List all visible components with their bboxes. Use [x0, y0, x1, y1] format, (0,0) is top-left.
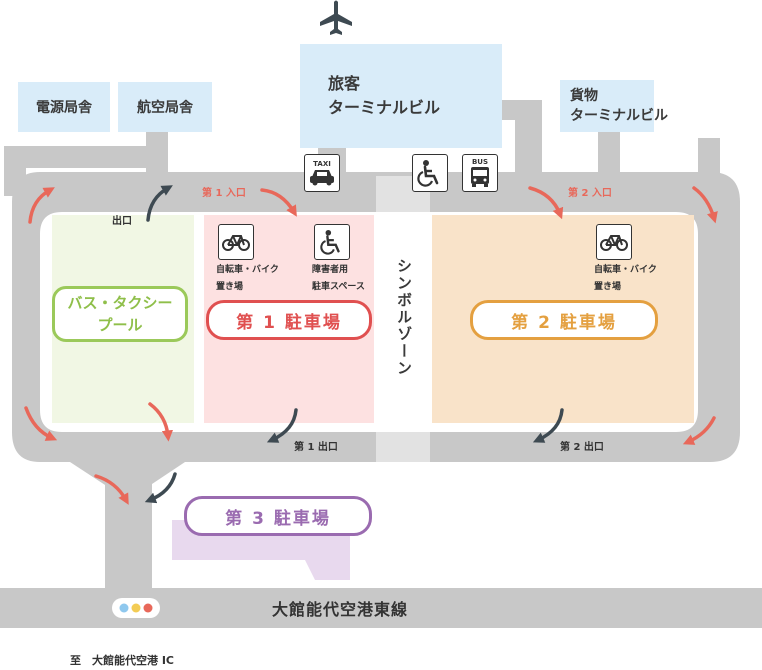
bicycle-icon	[600, 235, 628, 251]
exit-label: 出口	[112, 216, 132, 227]
exit-arrow-2	[532, 408, 564, 443]
symbol-zone-label: シンボルゾーン	[395, 258, 413, 377]
entry-arrow-7	[148, 402, 174, 442]
entrance-1-label: 第 1 入口	[202, 188, 246, 199]
wheelchair-icon	[417, 160, 439, 187]
bus-taxi-pool-label: バス・タクシー プール	[52, 286, 188, 342]
highway-label: 大館能代空港東線	[272, 600, 409, 619]
entry-arrow-4	[692, 186, 718, 224]
bus-stop: BUS	[462, 154, 498, 192]
taxi-icon	[310, 170, 334, 186]
bus-label: BUS	[471, 158, 489, 166]
bicycle-parking-1-label: 自転車・バイク 置き場	[216, 265, 279, 292]
bicycle-parking-2-label: 自転車・バイク 置き場	[594, 265, 657, 292]
entry-arrow-5	[24, 406, 58, 441]
entrance-2-label: 第 2 入口	[568, 188, 612, 199]
power-station-building: 電源局舎	[18, 82, 110, 132]
entry-arrow-6	[682, 416, 716, 445]
cargo-terminal-building: 貨物 ターミナルビル	[560, 80, 668, 132]
entry-arrow-1	[260, 188, 297, 217]
accessible-parking-sign	[314, 224, 350, 260]
to-ic-label: 至 大館能代空港 IC	[70, 654, 174, 667]
bicycle-parking-2-sign	[596, 224, 632, 260]
airplane-icon	[320, 0, 352, 35]
wheelchair-icon	[320, 230, 340, 255]
taxi-stand: TAXI	[304, 154, 340, 192]
exit-arrow-1	[266, 408, 298, 443]
exit-1-label: 第 1 出口	[294, 442, 338, 453]
entry-arrow-2	[528, 186, 564, 220]
lot-3-label: 第 3 駐車場	[184, 496, 372, 536]
accessible-drop-off	[412, 154, 448, 192]
traffic-light-icon	[112, 598, 160, 618]
bus-icon	[471, 167, 489, 187]
entry-arrow-3	[28, 187, 55, 224]
accessible-parking-label: 障害者用 駐車スペース	[312, 265, 365, 292]
taxi-label: TAXI	[313, 160, 331, 168]
exit-2-label: 第 2 出口	[560, 442, 604, 453]
exit-arrow-generic	[146, 185, 173, 222]
exit-arrows	[144, 185, 564, 504]
passenger-terminal-building: 旅客 ターミナルビル	[300, 44, 502, 148]
exit-arrow-3	[144, 472, 177, 504]
entry-arrows	[24, 186, 718, 505]
symbol-zone-area	[380, 215, 428, 423]
lot-1-label: 第 1 駐車場	[206, 300, 372, 340]
aviation-office-building: 航空局舎	[118, 82, 212, 132]
bicycle-icon	[222, 235, 250, 251]
lot-2-label: 第 2 駐車場	[470, 300, 658, 340]
bicycle-parking-1-sign	[218, 224, 254, 260]
entry-arrow-8	[94, 474, 129, 505]
loop-road	[12, 172, 740, 462]
